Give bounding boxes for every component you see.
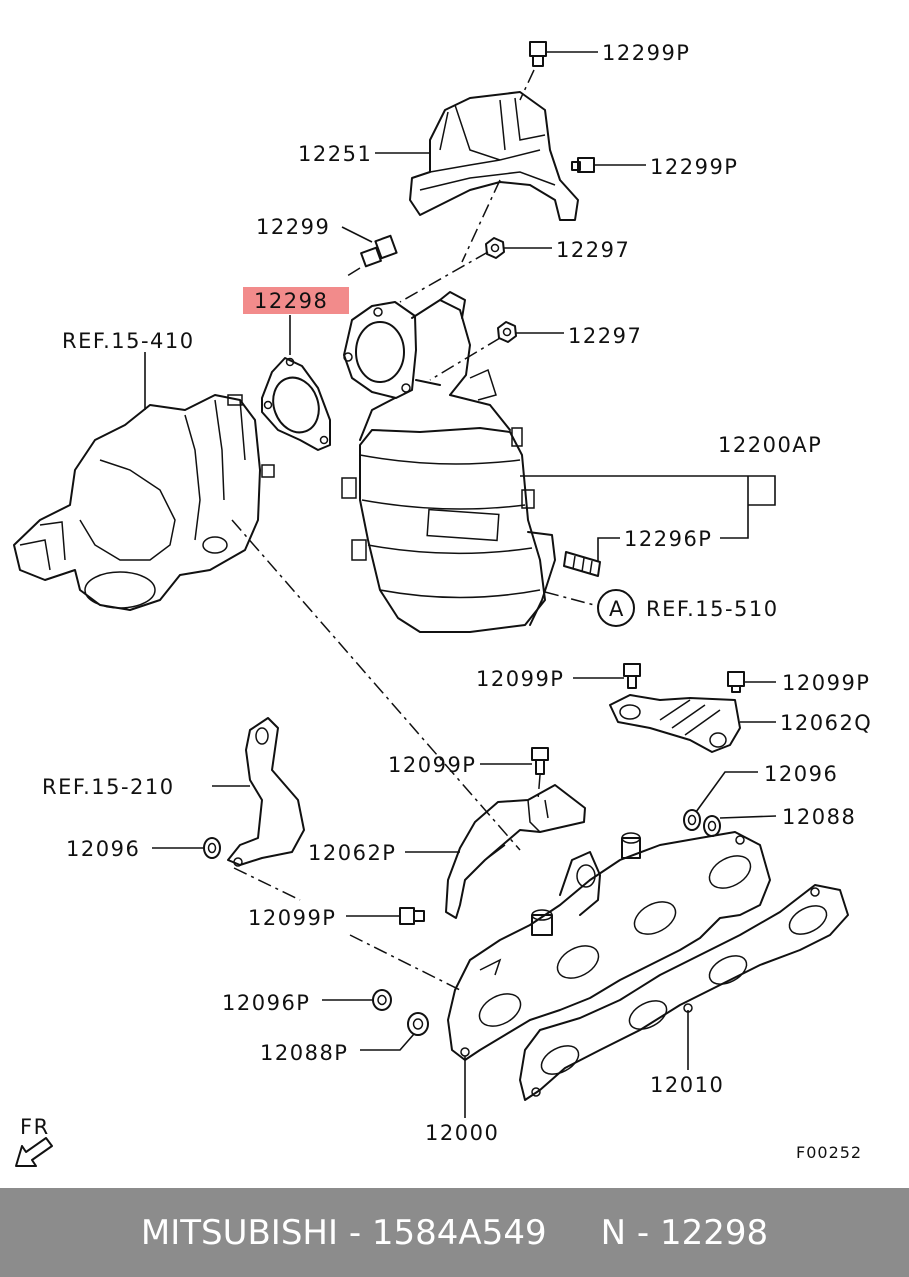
label-12299P-right[interactable]: 12299P (650, 155, 738, 179)
label-ref-15-410[interactable]: REF.15-410 (62, 329, 195, 353)
catalytic-converter-12200AP[interactable] (341, 291, 556, 633)
heat-shield-12251[interactable] (409, 91, 579, 221)
label-12062P[interactable]: 12062P (308, 841, 396, 865)
part-info-footer: MITSUBISHI - 1584A549 N - 12298 (0, 1188, 909, 1277)
bolt-12099P-center[interactable] (531, 747, 549, 775)
label-12088P[interactable]: 12088P (260, 1041, 348, 1065)
exhaust-manifold-parts-diagram: 12299P 12251 12299P 12299 12297 12298 12… (13, 41, 872, 1167)
label-12062Q[interactable]: 12062Q (780, 711, 872, 735)
label-12099P-center[interactable]: 12099P (388, 753, 476, 777)
fr-label: FR (20, 1115, 50, 1139)
label-12251[interactable]: 12251 (298, 142, 372, 166)
bolt-12299P-top[interactable] (529, 41, 547, 67)
label-12099P-lower[interactable]: 12099P (248, 906, 336, 930)
bracket-12062P[interactable] (445, 784, 586, 919)
highlight-12298 (243, 287, 349, 314)
label-12200AP[interactable]: 12200AP (718, 433, 822, 457)
brand-name: MITSUBISHI (140, 1212, 339, 1253)
label-12099P-bracket-right[interactable]: 12099P (782, 671, 870, 695)
figure-code: F00252 (796, 1143, 862, 1162)
label-12297-lower[interactable]: 12297 (568, 324, 642, 348)
fr-arrow-icon (15, 1137, 53, 1167)
label-12096P[interactable]: 12096P (222, 991, 310, 1015)
label-ref-15-510[interactable]: REF.15-510 (646, 597, 779, 621)
label-12299P-top[interactable]: 12299P (602, 41, 690, 65)
part-labels: 12299P 12251 12299P 12299 12297 12298 12… (42, 41, 872, 1145)
bracket-ref-15-210 (227, 717, 305, 867)
label-12298[interactable]: 12298 (254, 289, 328, 313)
label-12000[interactable]: 12000 (425, 1121, 499, 1145)
nut-12297-upper[interactable] (485, 237, 505, 259)
diagram-ref: N - 12298 (600, 1212, 769, 1253)
assembly-lines (231, 69, 541, 991)
label-circle-a: A (609, 597, 625, 621)
reference-circle-a (597, 589, 635, 627)
bracket-12062Q[interactable] (609, 694, 741, 753)
exhaust-manifold-12000[interactable] (447, 831, 771, 1061)
label-12297-upper[interactable]: 12297 (556, 238, 630, 262)
label-12096-left[interactable]: 12096 (66, 837, 140, 861)
stud-12296P[interactable] (563, 551, 601, 577)
gasket-12298[interactable] (261, 357, 331, 451)
label-12096-right[interactable]: 12096 (764, 762, 838, 786)
label-ref-15-210[interactable]: REF.15-210 (42, 775, 175, 799)
bolt-12299P-right[interactable] (571, 157, 595, 173)
bolt-12099P-lower[interactable] (399, 907, 425, 925)
nut-12096-left[interactable] (203, 837, 221, 859)
washer-12088[interactable] (703, 815, 721, 837)
label-12099P-bracket-left[interactable]: 12099P (476, 667, 564, 691)
label-12088[interactable]: 12088 (782, 805, 856, 829)
bolt-12099P-bracket-left[interactable] (623, 663, 641, 689)
ref-15-510-leader (544, 591, 599, 607)
part-number: 1584A549 (371, 1212, 547, 1253)
washer-12088P[interactable] (407, 1012, 429, 1036)
front-direction-indicator: FR (15, 1115, 53, 1167)
label-12010[interactable]: 12010 (650, 1073, 724, 1097)
bolt-12299[interactable] (360, 234, 398, 268)
nut-12297-lower[interactable] (497, 321, 517, 343)
footer-separator: - (338, 1212, 372, 1253)
label-12299[interactable]: 12299 (256, 215, 330, 239)
leader-lines (144, 51, 777, 1118)
bolt-12099P-bracket-right[interactable] (727, 671, 745, 693)
footer-gap (547, 1213, 601, 1253)
nut-12096-right[interactable] (683, 809, 701, 831)
nut-12096P[interactable] (372, 989, 392, 1011)
label-12296P[interactable]: 12296P (624, 527, 712, 551)
manifold-gasket-12010[interactable] (519, 884, 849, 1101)
turbocharger-ref-15-410 (13, 394, 275, 611)
